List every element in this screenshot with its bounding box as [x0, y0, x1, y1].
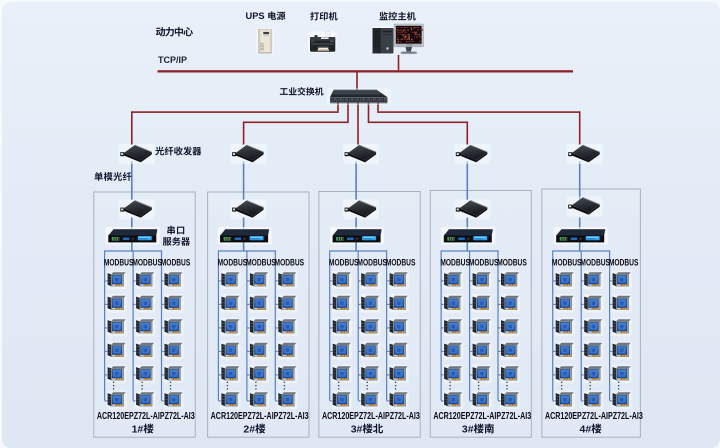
- svg-text:MODBUS: MODBUS: [161, 258, 191, 268]
- svg-text:MODBUS: MODBUS: [497, 258, 527, 268]
- svg-text:MODBUS: MODBUS: [329, 258, 359, 268]
- svg-text:MODBUS: MODBUS: [386, 258, 416, 268]
- svg-text:MODBUS: MODBUS: [580, 258, 610, 268]
- svg-text:2#: 2#: [243, 424, 255, 436]
- svg-text:MODBUS: MODBUS: [469, 258, 499, 268]
- svg-text:TCP/IP: TCP/IP: [158, 55, 187, 65]
- svg-text:ACR120EPZ72L-AIPZ72L-AI3: ACR120EPZ72L-AIPZ72L-AI3: [97, 410, 195, 421]
- svg-text:MODBUS: MODBUS: [246, 258, 276, 268]
- svg-text:4#: 4#: [580, 424, 592, 436]
- svg-text:ACR120EPZ72L-AIPZ72L-AI3: ACR120EPZ72L-AIPZ72L-AI3: [211, 410, 309, 421]
- svg-text:MODBUS: MODBUS: [609, 258, 639, 268]
- svg-text:MODBUS: MODBUS: [552, 258, 582, 268]
- svg-text:1#: 1#: [132, 424, 144, 436]
- svg-text:MODBUS: MODBUS: [104, 258, 134, 268]
- svg-text:MODBUS: MODBUS: [357, 258, 387, 268]
- svg-text:UPS: UPS: [246, 11, 265, 21]
- svg-text:3#: 3#: [462, 424, 474, 436]
- svg-text:ACR120EPZ72L-AIPZ72L-AI3: ACR120EPZ72L-AIPZ72L-AI3: [322, 410, 420, 421]
- svg-text:ACR120EPZ72L-AIPZ72L-AI3: ACR120EPZ72L-AIPZ72L-AI3: [545, 410, 643, 421]
- svg-text:MODBUS: MODBUS: [132, 258, 162, 268]
- svg-text:MODBUS: MODBUS: [440, 258, 470, 268]
- svg-text:MODBUS: MODBUS: [218, 258, 248, 268]
- svg-text:ACR120EPZ72L-AIPZ72L-AI3: ACR120EPZ72L-AIPZ72L-AI3: [433, 410, 531, 421]
- svg-text:3#: 3#: [351, 424, 363, 436]
- svg-text:MODBUS: MODBUS: [275, 258, 305, 268]
